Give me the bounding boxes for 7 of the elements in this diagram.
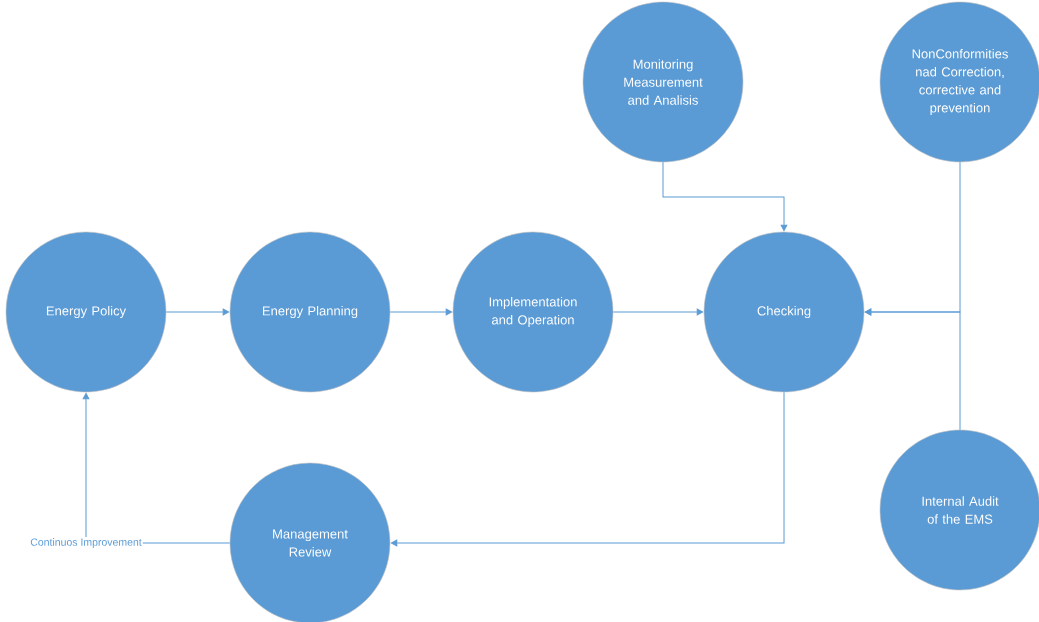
arrow xyxy=(165,308,230,316)
arrow xyxy=(864,308,961,431)
arrow xyxy=(389,308,453,316)
edge-label: Continuos Improvement xyxy=(30,538,142,548)
arrow xyxy=(612,308,704,316)
arrow xyxy=(390,391,785,547)
arrow xyxy=(662,161,788,232)
